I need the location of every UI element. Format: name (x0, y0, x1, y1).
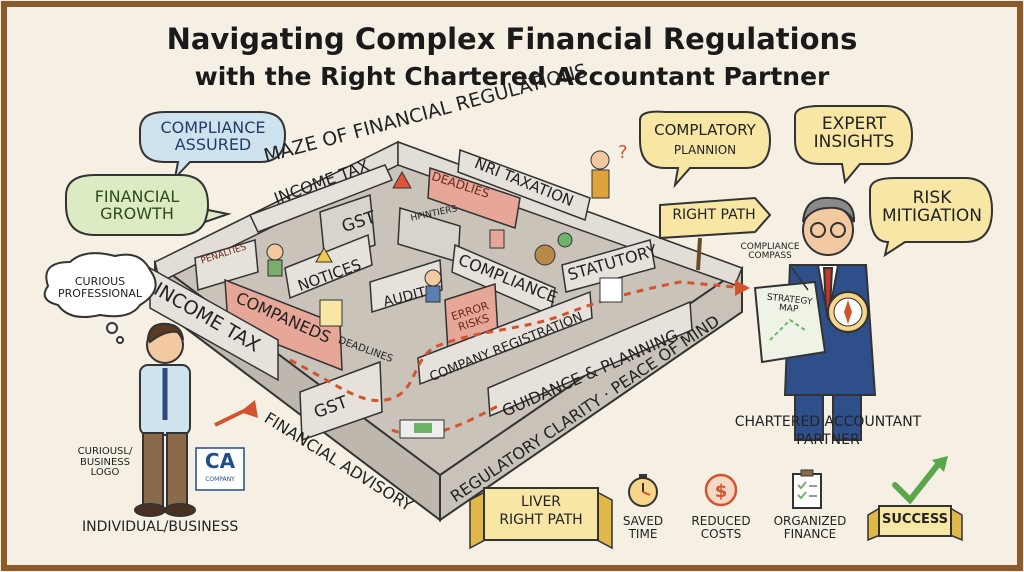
wall-companeds (224, 278, 343, 372)
thought-dot-1 (106, 322, 118, 334)
wall-audit (369, 258, 443, 314)
ca-logo-subtext: COMPANY (205, 476, 235, 483)
bubble-expert-insights (794, 105, 914, 185)
bubble-complatory-plannion (639, 110, 772, 189)
bubble-text-line: PLANNION (673, 142, 737, 157)
success-label: SUCCESS (881, 512, 949, 527)
reduced-costs-label: REDUCED COSTS (686, 515, 756, 540)
warning-icon-small (315, 246, 333, 263)
liver-banner-line: RIGHT PATH (499, 512, 583, 529)
right-path-sign (659, 196, 772, 271)
curious-professional-figure (134, 322, 196, 517)
ca-caption-line: CHARTERED ACCOUNTANT (734, 414, 922, 430)
wall-nri-taxation (457, 148, 591, 222)
organized-finance-line: ORGANIZED (773, 514, 847, 528)
svg-text:$: $ (715, 481, 728, 502)
bubble-text-line: MITIGATION (881, 205, 983, 226)
strategy-map-icon (753, 280, 827, 364)
logo-caption-line: BUSINESS (80, 456, 130, 468)
money-bag-icon (534, 244, 556, 266)
reduced-costs-line: REDUCED (691, 514, 751, 528)
success-banner (867, 505, 963, 542)
organized-finance-icon (792, 469, 822, 509)
maze: ? (149, 140, 750, 523)
compass-pointer-line (791, 267, 809, 291)
wall-gst-outer (299, 360, 383, 442)
entry-arrow-shaft (214, 406, 251, 427)
stopwatch-icon (628, 474, 658, 507)
guided-path (289, 280, 736, 403)
notice-paper-icon (599, 277, 623, 303)
title-line-2: with the Right Chartered Accountant Part… (194, 62, 830, 91)
worried-person-3: ? (590, 142, 628, 199)
wall-statutory (561, 239, 656, 293)
bubble-financial-growth-tail (203, 208, 232, 224)
saved-time-line: SAVED (622, 514, 664, 528)
bubble-compliance-assured (139, 111, 287, 182)
wall-income-tax-inner (248, 164, 394, 233)
individual-business-caption: INDIVIDUAL/BUSINESS (82, 519, 239, 535)
document-icon (319, 299, 343, 327)
liver-banner-line: LIVER (520, 494, 562, 510)
ca-caption-line: PARTNER (796, 431, 860, 448)
reduced-costs-line: COSTS (700, 526, 742, 541)
compliance-compass-icon (827, 291, 869, 333)
ca-logo-box (195, 447, 245, 491)
bubble-text-line: COMPLATORY (654, 121, 756, 139)
liver-banner (469, 487, 613, 550)
bubble-risk-mitigation (869, 177, 994, 258)
coin-icon (557, 232, 573, 248)
bubble-text-line: COMPLIANCE (160, 118, 266, 137)
reduced-costs-icon: $ (704, 473, 738, 507)
wall-notices (284, 233, 373, 300)
logo-caption-line: LOGO (90, 467, 120, 478)
bubble-financial-growth (65, 174, 210, 236)
wall-guidance-planning (487, 300, 693, 418)
bubble-text-line: EXPERT (821, 114, 887, 134)
bubble-expert-insights-text: EXPERT INSIGHTS (798, 114, 910, 152)
path-arrow-head (735, 280, 750, 296)
thought-dot-2 (116, 336, 124, 344)
thought-bubble-curious-professional (43, 252, 157, 318)
bubble-curious-professional-text: CURIOUS PROFESSIONAL (46, 276, 154, 299)
saved-time-line: TIME (628, 526, 658, 541)
bubble-text-line: ASSURED (174, 134, 252, 154)
success-checkmark-icon (892, 456, 948, 505)
bubble-compliance-assured-text: COMPLIANCE ASSURED (150, 118, 276, 154)
bubble-financial-growth-text: FINANCIAL GROWTH (70, 187, 204, 223)
bubble-complatory-plannion-text: COMPLATORY PLANNION (645, 121, 765, 157)
logo-caption: CURIOUSL/ BUSINESS LOGO (70, 446, 140, 479)
compass-label-line: COMPASS (748, 251, 792, 262)
wall-penalties (194, 239, 259, 291)
worried-person-1 (266, 243, 284, 277)
bubble-text-line: GROWTH (100, 203, 174, 223)
logo-caption-line: CURIOUSL/ (77, 446, 133, 457)
ca-logo-text: CA (204, 449, 236, 473)
right-path-sign-text: RIGHT PATH (672, 207, 756, 223)
chartered-accountant-caption: CHARTERED ACCOUNTANT PARTNER (728, 414, 928, 449)
bubble-text-line: FINANCIAL (94, 187, 180, 206)
bubble-risk-mitigation-text: RISK MITIGATION (874, 188, 990, 226)
wall-deadlies (427, 166, 521, 229)
cash-icon (414, 423, 432, 433)
file-icon (489, 229, 505, 249)
saved-time-label: SAVED TIME (613, 515, 673, 540)
compass-label-line: COMPLIANCE (740, 242, 800, 252)
compliance-compass-label: COMPLIANCE COMPASS (730, 242, 810, 262)
svg-text:?: ? (618, 142, 628, 163)
wall-company-registration (417, 290, 593, 386)
warning-icon (392, 170, 412, 189)
title-line-1: Navigating Complex Financial Regulations (166, 22, 858, 56)
organized-finance-label: ORGANIZED FINANCE (765, 515, 855, 540)
bubble-text-line: PROFESSIONAL (58, 286, 142, 300)
liver-banner-text: LIVER RIGHT PATH (484, 493, 598, 529)
bubble-text-line: RISK (912, 188, 952, 208)
bubble-text-line: INSIGHTS (813, 131, 895, 152)
worried-person-2 (424, 269, 442, 303)
bubble-text-line: CURIOUS (74, 275, 126, 288)
organized-finance-line: FINANCE (783, 526, 837, 541)
